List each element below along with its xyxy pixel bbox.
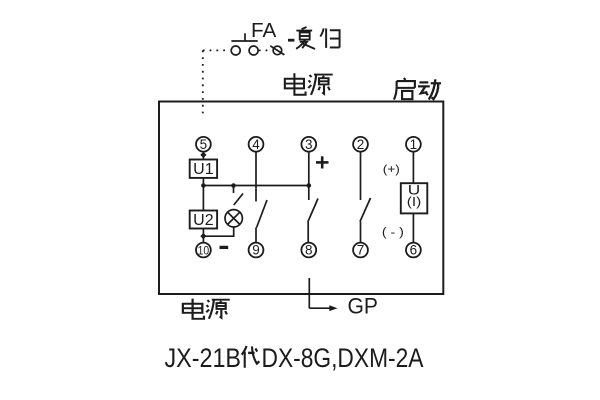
svg-text:(+): (+) — [383, 162, 400, 176]
svg-text:4: 4 — [252, 137, 260, 152]
svg-text:3: 3 — [305, 137, 313, 152]
svg-text:U1: U1 — [193, 161, 214, 178]
svg-text:U2: U2 — [193, 212, 214, 229]
svg-text:DX-8G,DXM-2A: DX-8G,DXM-2A — [262, 343, 424, 373]
svg-text:6: 6 — [410, 243, 418, 258]
svg-text:2: 2 — [357, 137, 365, 152]
svg-text:5: 5 — [200, 137, 208, 152]
svg-text:GP: GP — [348, 294, 379, 319]
svg-text:FA: FA — [251, 19, 277, 42]
svg-text:10: 10 — [198, 245, 210, 257]
svg-text:9: 9 — [252, 243, 260, 258]
svg-text:8: 8 — [305, 243, 313, 258]
svg-text:JX-21B: JX-21B — [165, 343, 242, 373]
svg-text:7: 7 — [357, 243, 365, 258]
svg-text:( - ): ( - ) — [382, 227, 404, 239]
svg-text:(I): (I) — [407, 195, 422, 209]
svg-text:1: 1 — [410, 137, 418, 152]
svg-text:U: U — [408, 182, 421, 198]
